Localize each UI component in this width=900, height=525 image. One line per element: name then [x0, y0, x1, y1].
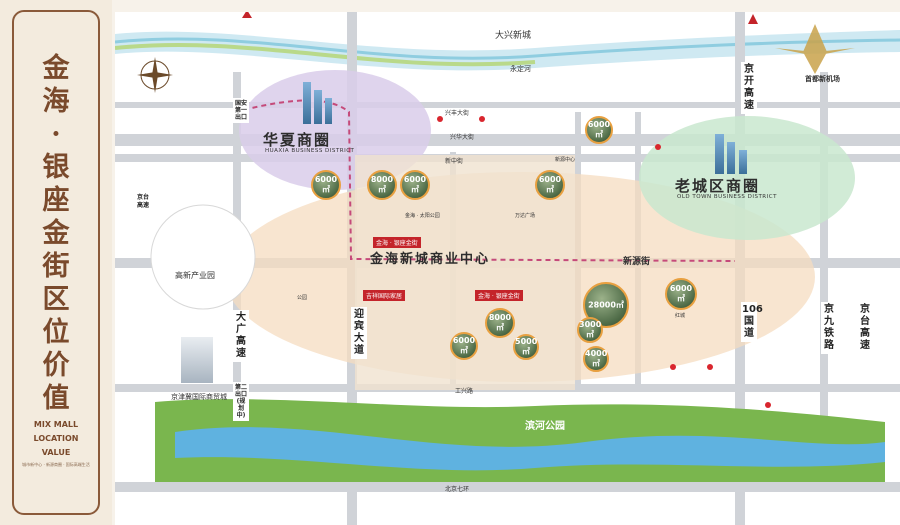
sidebar-note: 城市新中心 · 新源商圈 · 国际高端生活: [22, 462, 90, 467]
title-char: 价: [42, 350, 70, 381]
project-thumb: 6000㎡: [535, 170, 565, 200]
jingtai-highway-label: 京台高速: [857, 302, 873, 354]
title-char: 区: [42, 284, 70, 315]
gongyuan-tag: 公园: [297, 295, 308, 301]
jingjiu-rail-label: 京九铁路: [821, 302, 837, 354]
title-char: 座: [42, 185, 70, 216]
xinzhong-st-label: 新中街: [445, 158, 464, 165]
oldtown-tower: [727, 142, 735, 174]
thumb-area: 6000㎡: [452, 336, 476, 355]
daguang-highway-label: 大广高速: [233, 310, 249, 362]
thumb-area: 6000㎡: [538, 175, 562, 194]
en-line: LOCATION: [33, 434, 79, 443]
project-thumb: 8000㎡: [367, 170, 397, 200]
oldtown-zone: [639, 116, 855, 240]
guoan-exit-label: 国安第一出口: [233, 98, 249, 123]
river-green-bank: [115, 42, 536, 67]
river-band: [115, 30, 900, 71]
huaxia-tower: [325, 98, 332, 124]
airport-logo: [775, 24, 855, 74]
title-char: 位: [42, 317, 70, 348]
title-char: 值: [42, 383, 70, 414]
title-frame: [12, 10, 100, 515]
daxing-newcity-label: 大兴新城: [495, 31, 532, 41]
en-line: MIX MALL: [33, 420, 79, 429]
poi-pin: [765, 402, 771, 408]
title-char: ·: [51, 119, 61, 150]
jinhai-silver-tag: 金海 · 银座金街: [373, 237, 421, 248]
beijing-7ring-label: 北京七环: [445, 486, 470, 493]
poi-pin: [670, 364, 676, 370]
project-thumb: 5000㎡: [513, 334, 539, 360]
oldtown-tower: [739, 150, 747, 174]
g106-label: 106国道: [741, 302, 763, 342]
jinghai-ave-label: 兴华大街: [450, 134, 475, 141]
title-char: 金: [42, 53, 70, 84]
bluebox-tag: 金海 · 太阳公园: [405, 213, 440, 219]
project-thumb: 6000㎡: [311, 170, 341, 200]
park-lake: [175, 427, 885, 471]
huaxia-tower: [314, 90, 322, 124]
hongsheng-tag: 红城: [675, 313, 686, 319]
thumb-area: 4000㎡: [585, 349, 608, 368]
huaxia-tower: [303, 82, 311, 124]
oldtown-district-label: 老城区商圈: [675, 177, 761, 195]
thumb-area: 6000㎡: [587, 120, 611, 139]
english-subtitle: MIX MALL LOCATION VALUE: [0, 418, 112, 460]
thumb-area: 6000㎡: [403, 175, 427, 194]
jinhai-center-label: 金海新城商业中心: [370, 252, 491, 267]
thumb-area: 8000㎡: [370, 175, 394, 194]
thumb-area: 5000㎡: [515, 337, 538, 356]
location-map: 华夏商圈 HUAXIA BUSINESS DISTRICT 老城区商圈 OLD …: [115, 12, 900, 525]
jingjinji-trade-label: 京津冀国际商贸城: [171, 393, 227, 401]
yingbin-ave-label: 迎宾大道: [351, 307, 367, 359]
huaxia-district-label: 华夏商圈: [263, 131, 332, 149]
project-thumb: 8000㎡: [485, 308, 515, 338]
yongding-river-label: 永定河: [510, 65, 531, 73]
project-thumb: 4000㎡: [583, 346, 609, 372]
jingkai-highway-label: 京开高速: [741, 62, 757, 114]
vertical-title: 金 海 · 银 座 金 街 区 位 价 值: [0, 52, 112, 415]
hightech-circle: [150, 204, 256, 310]
thumb-area: 6000㎡: [314, 175, 338, 194]
xinyuan-center-tag: 新源中心: [555, 157, 576, 163]
title-char: 银: [42, 152, 70, 183]
project-thumb: 6000㎡: [585, 116, 613, 144]
oldtown-tower: [715, 134, 724, 174]
thumb-area: 28000㎡: [588, 300, 624, 310]
project-thumb: 6000㎡: [450, 332, 478, 360]
redflag-tag: 吉祥国际家居: [363, 290, 406, 301]
xingfeng-ave-label: 兴丰大街: [445, 110, 470, 117]
oldtown-district-en: OLD TOWN BUSINESS DISTRICT: [677, 194, 777, 200]
title-char: 金: [42, 218, 70, 249]
map-canvas: [115, 12, 900, 525]
poi-pin: [707, 364, 713, 370]
project-thumb: 6000㎡: [400, 170, 430, 200]
huaxia-district-en: HUAXIA BUSINESS DISTRICT: [265, 148, 355, 154]
xinyuan-st-label: 新源街: [623, 257, 651, 267]
gongye-rd-label: 工兴路: [455, 388, 474, 395]
en-line: VALUE: [41, 448, 71, 457]
project-thumb: 6000㎡: [665, 278, 697, 310]
second-exit-label: 第二出口(规划中): [233, 382, 249, 421]
thumb-area: 6000㎡: [669, 284, 693, 303]
thumb-area: 3000㎡: [579, 320, 602, 339]
poi-pin: [479, 116, 485, 122]
jingtai-side-label: 京台高速: [135, 192, 151, 212]
title-char: 街: [42, 251, 70, 282]
thumb-area: 8000㎡: [488, 313, 512, 332]
river-line: [115, 37, 900, 60]
poi-pin: [437, 116, 443, 122]
hightech-park-label: 高新产业园: [175, 271, 215, 280]
project-thumb: 3000㎡: [577, 317, 603, 343]
jingjinji-building: [181, 337, 213, 383]
poi-pin: [655, 144, 661, 150]
jinhai-gold-tag: 金海 · 银座金街: [475, 290, 523, 301]
left-title-panel: 金 海 · 银 座 金 街 区 位 价 值 MIX MALL LOCATION …: [0, 0, 112, 525]
binhe-park-label: 滨河公园: [525, 421, 565, 432]
wanda-tag: 万达广场: [515, 213, 536, 219]
airport-label: 首都新机场: [805, 75, 840, 83]
title-char: 海: [42, 86, 70, 117]
